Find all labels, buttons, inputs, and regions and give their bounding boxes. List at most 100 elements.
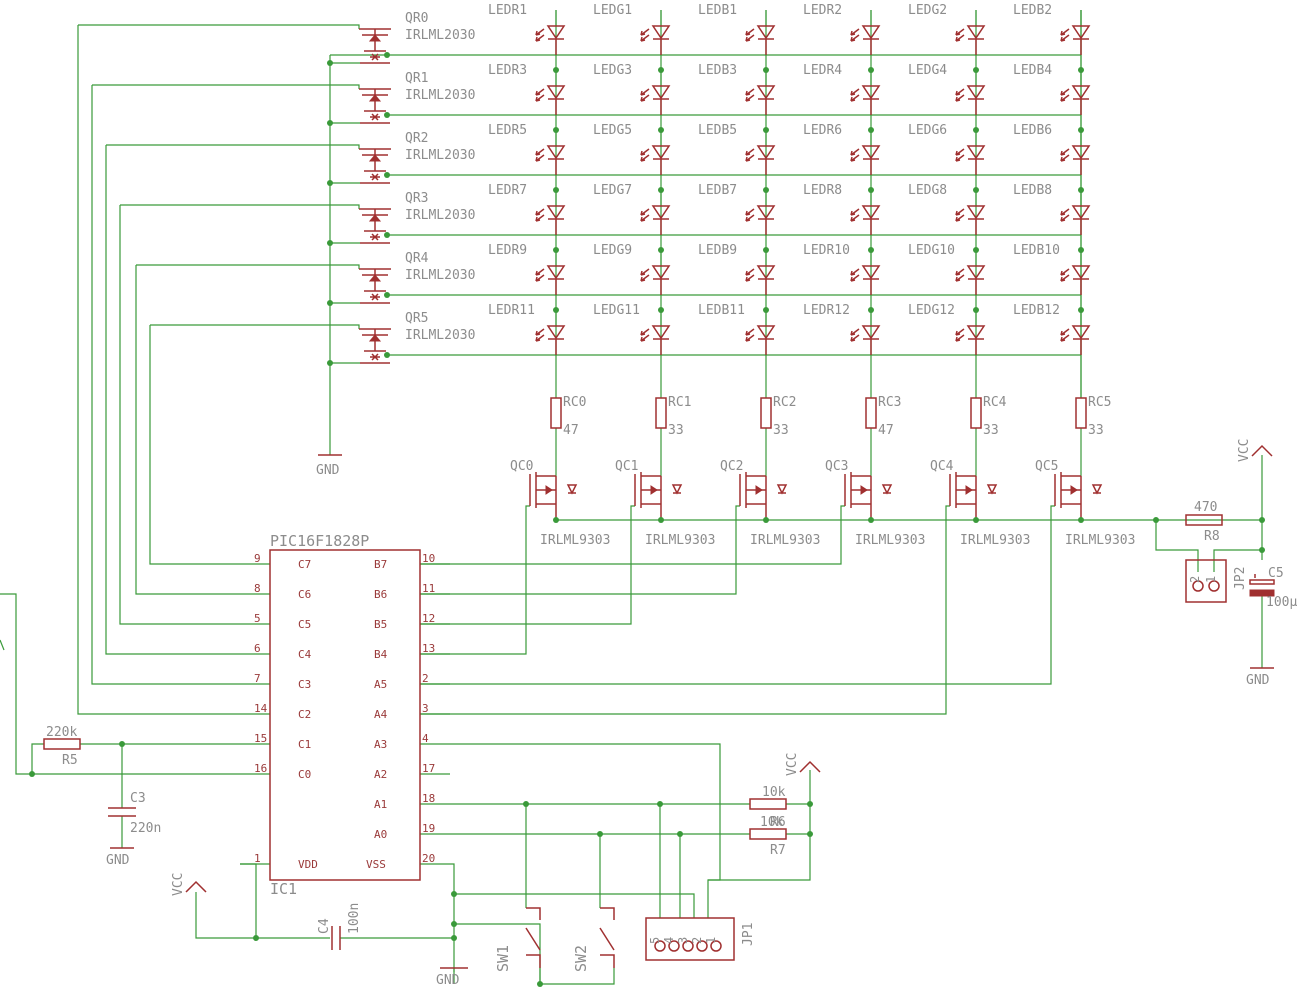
jp1-pin3: 3 <box>676 937 690 944</box>
led-triangle <box>756 205 776 220</box>
led-emission-arrow <box>955 208 965 216</box>
mcu-pin-name: A5 <box>374 678 387 691</box>
led-emission-arrow <box>535 334 545 342</box>
mosfet-diode <box>370 173 380 181</box>
led-emission-arrow <box>745 208 755 216</box>
switch-symbol <box>599 907 615 968</box>
mosfet-arrow <box>368 94 382 102</box>
mosfet-arrow <box>965 485 973 495</box>
row-gate-wire <box>150 324 360 329</box>
led-symbol <box>850 145 881 175</box>
led-triangle <box>966 25 986 40</box>
mcu-pin-name: C7 <box>298 558 311 571</box>
jp2-pin <box>1208 580 1220 592</box>
r7-resistor <box>749 828 787 840</box>
row-gate-wire <box>120 204 360 209</box>
row-mosfet-symbol <box>359 208 391 244</box>
led-emission-arrow <box>640 28 650 36</box>
led-label: LEDG7 <box>593 183 632 198</box>
mosfet-arrow <box>860 485 868 495</box>
led-symbol <box>1060 85 1091 115</box>
column-resistor-value: 33 <box>773 423 789 438</box>
led-emission-arrow <box>640 148 650 156</box>
junction-dot <box>1078 187 1084 193</box>
led-label: LEDR5 <box>488 123 527 138</box>
led-label: LEDR9 <box>488 243 527 258</box>
mosfet-arrow <box>368 274 382 282</box>
gnd-label-c5: GND <box>1246 673 1270 688</box>
r7-name: R7 <box>770 843 786 858</box>
junction-dot <box>253 935 259 941</box>
led-emission-arrow <box>1060 94 1070 102</box>
jp1-pin <box>668 940 680 952</box>
switch-top <box>600 907 615 920</box>
led-emission-arrow <box>535 88 545 96</box>
column-resistor-value: 33 <box>668 423 684 438</box>
jp2-name: JP2 <box>1233 567 1248 590</box>
led-label: LEDR7 <box>488 183 527 198</box>
column-gate-wire <box>420 505 740 595</box>
led-symbol <box>640 265 671 295</box>
led-symbol <box>955 325 986 355</box>
led-label: LEDG4 <box>908 63 947 78</box>
mosfet-arrow <box>368 334 382 342</box>
led-triangle <box>1071 25 1091 40</box>
jp2-pin <box>1192 580 1204 592</box>
junction-dot <box>119 741 125 747</box>
mosfet-diode <box>370 113 380 121</box>
junction-dot <box>763 127 769 133</box>
row-fet-part: IRLML2030 <box>405 28 475 43</box>
row-mosfet-symbol <box>359 328 391 364</box>
column-resistor-value: 33 <box>1088 423 1104 438</box>
led-symbol <box>955 145 986 175</box>
vcc-left-wire <box>195 892 330 939</box>
led-triangle <box>861 25 881 40</box>
led-symbol <box>535 25 566 55</box>
led-label: LEDG5 <box>593 123 632 138</box>
mcu-pin-number: 5 <box>254 612 261 625</box>
mcu-row-gate-wire <box>105 145 240 655</box>
led-emission-arrow <box>955 268 965 276</box>
led-label: LEDB12 <box>1013 303 1060 318</box>
mcu-pin-name: C6 <box>298 588 311 601</box>
led-emission-arrow <box>745 274 755 282</box>
column-fet-name: QC2 <box>720 459 743 474</box>
junction-dot <box>807 801 813 807</box>
r8-value: 470 <box>1194 500 1217 515</box>
junction-dot <box>677 831 683 837</box>
r7-value: 10k <box>760 815 784 830</box>
led-triangle <box>546 325 566 340</box>
mcu-pin-number: 4 <box>422 732 429 745</box>
junction-dot <box>327 120 333 126</box>
led-emission-arrow <box>535 214 545 222</box>
led-symbol <box>745 265 776 295</box>
row-gate-wire <box>106 144 360 149</box>
mosfet-arrow <box>368 154 382 162</box>
column-gate-wire <box>420 505 1055 685</box>
junction-dot <box>451 921 457 927</box>
junction-dot <box>384 352 390 358</box>
led-label: LEDG11 <box>593 303 640 318</box>
led-emission-arrow <box>640 274 650 282</box>
junction-dot <box>868 307 874 313</box>
column-resistor-value: 47 <box>563 423 579 438</box>
row-fet-name: QR4 <box>405 251 429 266</box>
column-mosfet-symbol <box>844 472 893 520</box>
led-emission-arrow <box>640 88 650 96</box>
led-symbol <box>640 205 671 235</box>
led-triangle <box>756 265 776 280</box>
junction-dot <box>657 801 663 807</box>
led-triangle <box>651 325 671 340</box>
junction-dot <box>327 360 333 366</box>
junction-dot <box>658 187 664 193</box>
led-emission-arrow <box>1060 88 1070 96</box>
led-emission-arrow <box>535 34 545 42</box>
led-symbol <box>850 205 881 235</box>
led-triangle <box>966 85 986 100</box>
led-triangle <box>546 145 566 160</box>
mcu-pin-number: 13 <box>422 642 435 655</box>
jp1-pin4: 4 <box>662 937 676 944</box>
led-triangle <box>966 265 986 280</box>
mcu-pin-number: 18 <box>422 792 435 805</box>
junction-dot <box>553 517 559 523</box>
